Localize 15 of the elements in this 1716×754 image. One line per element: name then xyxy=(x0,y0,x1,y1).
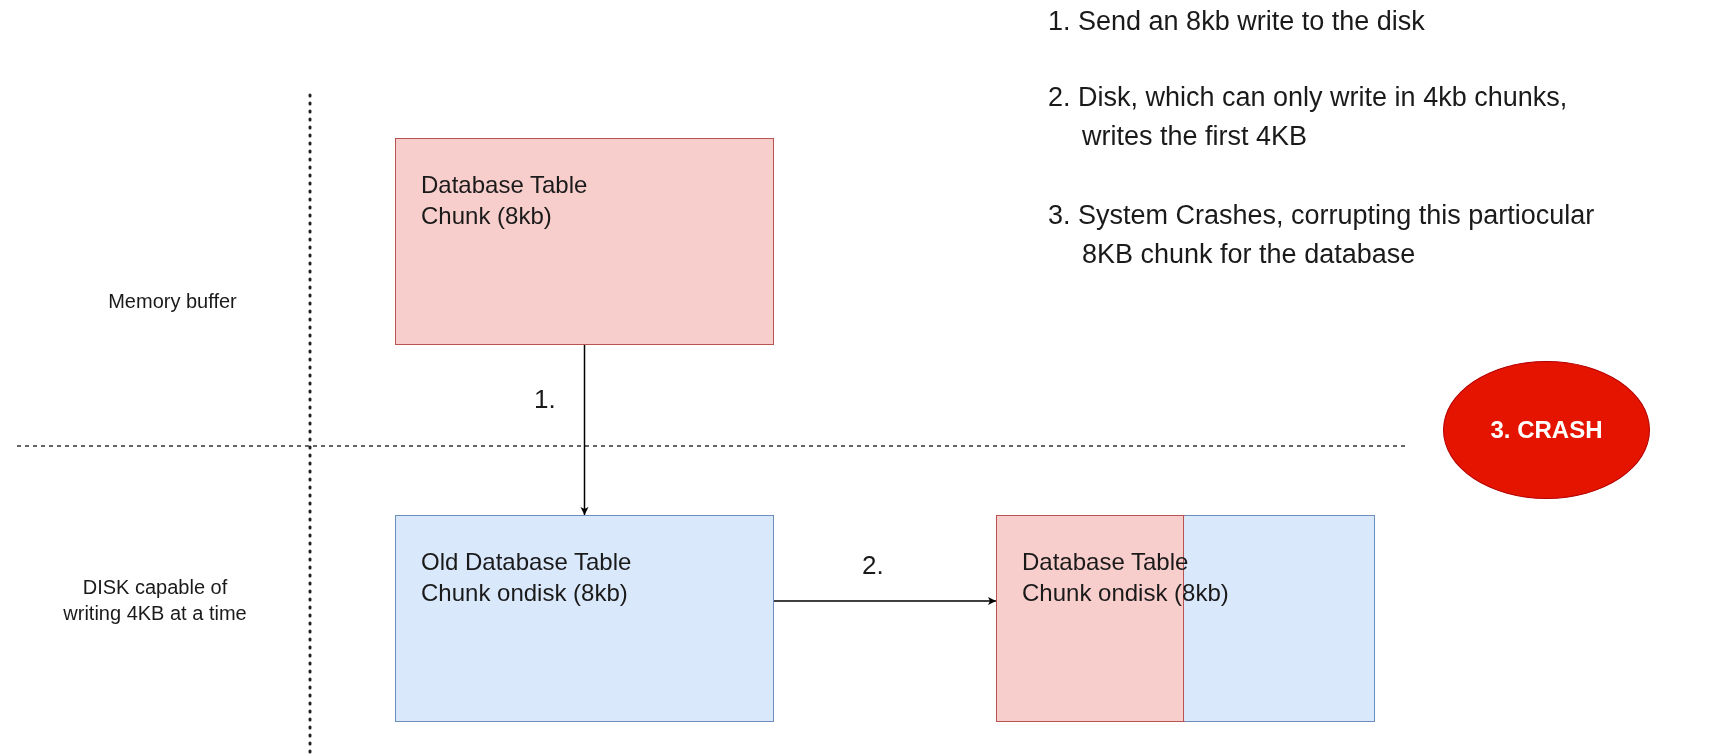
row-label: Memory buffer xyxy=(107,289,238,314)
arrow xyxy=(580,344,589,516)
edge-label: 1. xyxy=(534,384,556,415)
row-label: DISK capable of writing 4KB at a time xyxy=(62,575,248,626)
arrow xyxy=(773,596,997,605)
step-note: 2. Disk, which can only write in 4kb chunks, writes the first 4KB xyxy=(1048,81,1569,154)
edge-label: 2. xyxy=(862,550,884,581)
box-label: Database Table Chunk (8kb) xyxy=(421,170,589,232)
crash-label: 3. CRASH xyxy=(1490,416,1603,444)
step-note: 3. System Crashes, corrupting this partiocular 8KB chunk for the database xyxy=(1048,199,1596,272)
chunk-box xyxy=(395,138,774,345)
step-note: 1. Send an 8kb write to the disk xyxy=(1048,5,1426,38)
half-written-chunk-box xyxy=(996,515,1375,722)
box-label: Old Database Table Chunk ondisk (8kb) xyxy=(421,547,633,609)
chunk-box xyxy=(395,515,774,722)
